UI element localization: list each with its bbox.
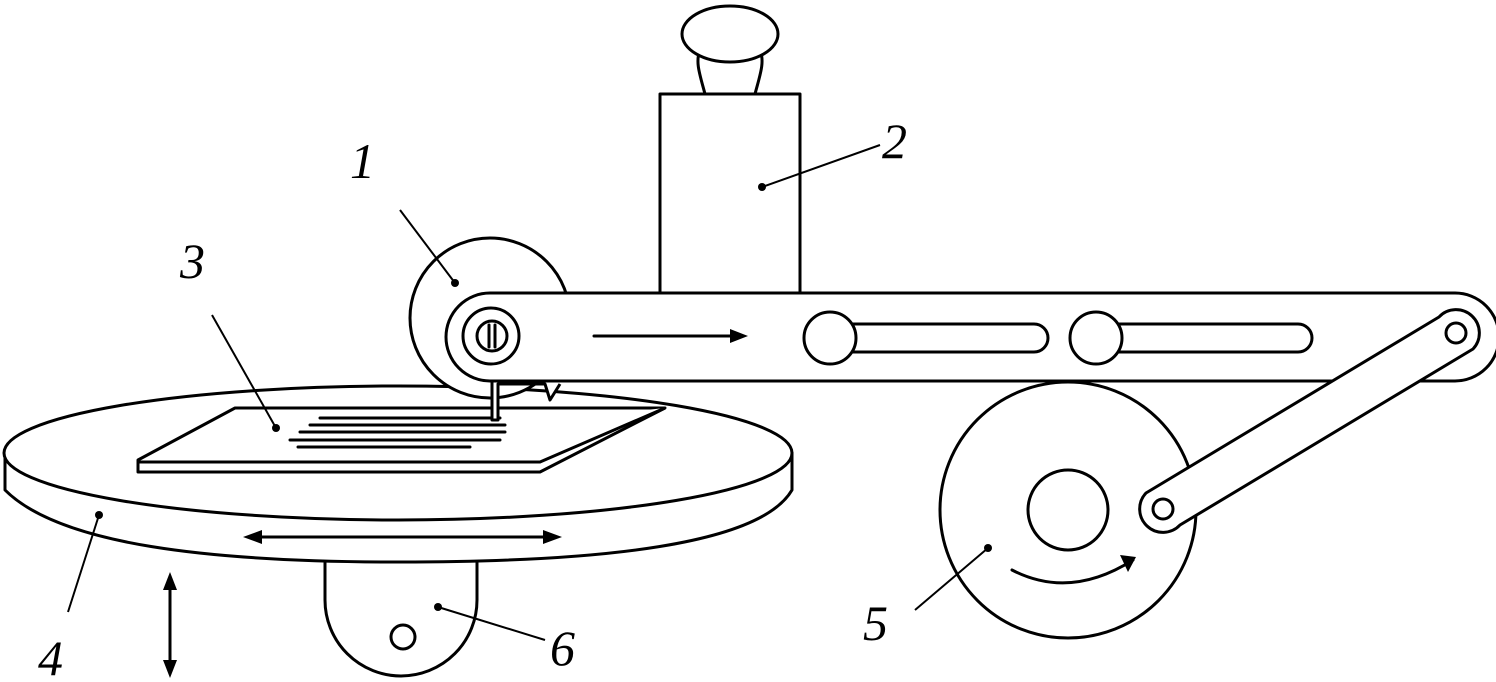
lever-arm	[444, 291, 1496, 383]
label-cam: 6	[550, 620, 575, 676]
label-weight: 2	[882, 113, 907, 169]
cam	[323, 558, 479, 678]
weight	[658, 4, 802, 300]
connecting-rod	[1138, 308, 1481, 534]
label-crank-disk: 5	[863, 595, 888, 651]
label-turntable: 4	[38, 630, 63, 682]
label-specimen: 3	[179, 233, 205, 289]
specimen-plate	[136, 406, 667, 474]
table-slide-arrow	[243, 530, 562, 544]
vertical-motion-arrow	[163, 572, 177, 678]
leader-lines	[67, 144, 992, 641]
crank-disk	[938, 380, 1198, 640]
label-cutter-wheel: 1	[350, 133, 375, 189]
